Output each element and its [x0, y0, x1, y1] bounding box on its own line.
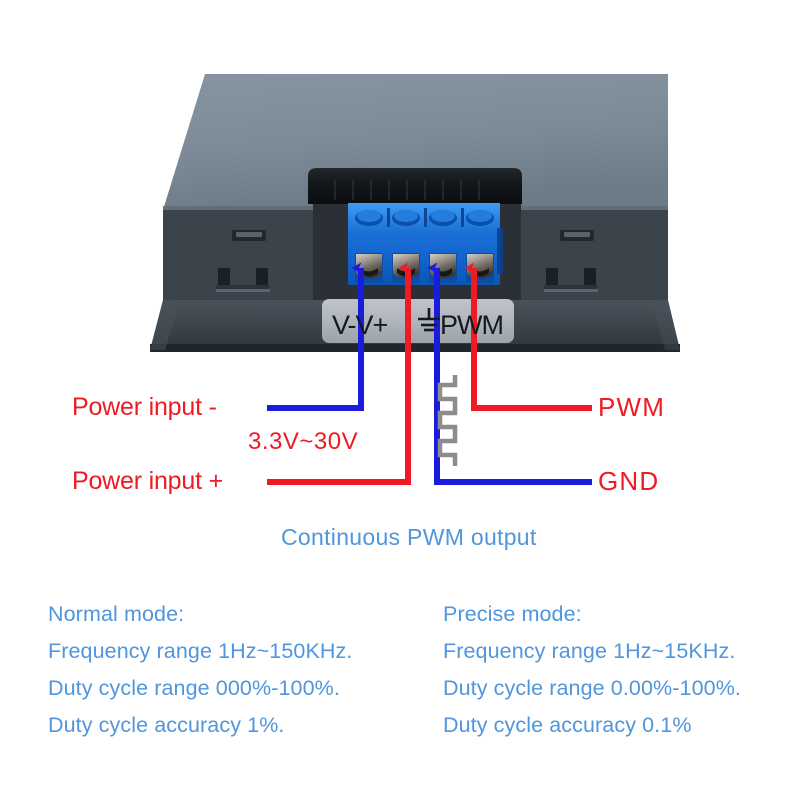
- mounting-clip-left: [216, 230, 270, 292]
- terminal-wire-entries: [355, 208, 494, 227]
- label-gnd: GND: [598, 466, 660, 496]
- terminal-legend-left: V-V+: [332, 310, 388, 340]
- precise-mode-title: Precise mode:: [443, 602, 582, 626]
- device-illustration: [150, 74, 680, 352]
- label-voltage-range: 3.3V~30V: [248, 428, 359, 455]
- precise-mode-duty-accuracy: Duty cycle accuracy 0.1%: [443, 713, 692, 737]
- callout-leads: [267, 405, 592, 485]
- label-pwm: PWM: [598, 392, 666, 422]
- connector-housing-ridges: [334, 180, 480, 200]
- precise-mode-duty-range: Duty cycle range 0.00%-100%.: [443, 676, 741, 700]
- device-bezel-left-chamfer: [150, 300, 180, 350]
- ground-symbol-icon: [418, 308, 440, 332]
- precise-mode-frequency: Frequency range 1Hz~15KHz.: [443, 639, 736, 663]
- normal-mode-duty-accuracy: Duty cycle accuracy 1%.: [48, 713, 285, 737]
- pwm-waveform-icon: [437, 375, 458, 466]
- terminal-legend-sticker: [322, 299, 514, 343]
- connector-housing: [308, 168, 522, 204]
- device-bezel-bottom-edge: [150, 344, 680, 352]
- caption-continuous-pwm-output: Continuous PWM output: [281, 524, 537, 550]
- label-power-input-positive: Power input +: [72, 467, 223, 495]
- device-bezel-right-chamfer: [651, 300, 680, 350]
- device-top-face: [163, 74, 668, 210]
- normal-mode-frequency: Frequency range 1Hz~150KHz.: [48, 639, 353, 663]
- specs-normal-mode: Normal mode: Frequency range 1Hz~150KHz.…: [48, 602, 352, 750]
- normal-mode-duty-range: Duty cycle range 000%-100%.: [48, 676, 340, 700]
- mounting-clip-right: [544, 230, 598, 292]
- callout-arrows: [351, 262, 477, 482]
- specs-precise-mode: Precise mode: Frequency range 1Hz~15KHz.…: [443, 602, 741, 750]
- terminal-block[interactable]: [348, 203, 503, 285]
- terminal-legend-right: PWM: [440, 310, 504, 340]
- normal-mode-title: Normal mode:: [48, 602, 185, 626]
- label-power-input-negative: Power input -: [72, 393, 217, 421]
